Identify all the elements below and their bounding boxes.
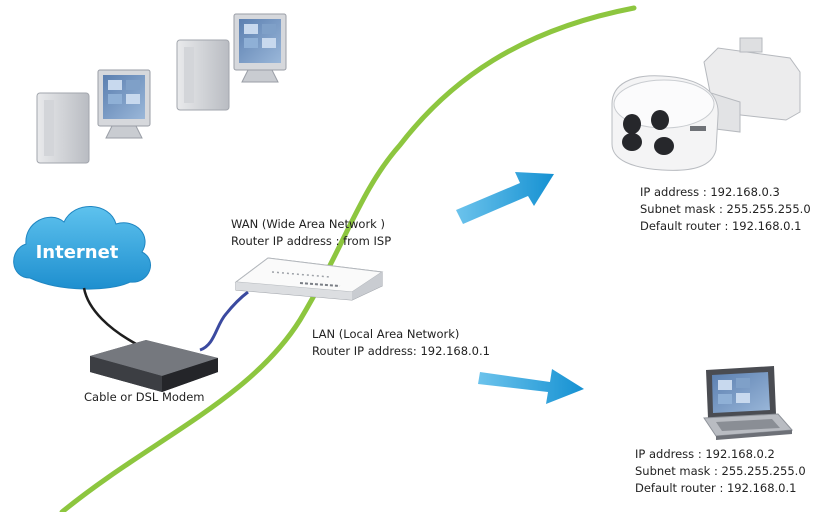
lan-label-block: LAN (Local Area Network) Router IP addre… [312, 326, 490, 360]
modem-label: Cable or DSL Modem [84, 390, 205, 404]
router-cable [199, 290, 249, 352]
camera-ip-address: IP address : 192.168.0.3 [640, 185, 780, 199]
internet-cable [82, 287, 139, 347]
wan-label-block: WAN (Wide Area Network ) Router IP addre… [231, 216, 391, 250]
arrow-to-laptop-icon [478, 369, 584, 404]
camera-subnet-mask: Subnet mask : 255.255.255.0 [640, 202, 811, 216]
internet-label: Internet [35, 242, 119, 263]
desktop-computer-icon [36, 69, 151, 164]
wan-router-ip: Router IP address : from ISP [231, 234, 392, 248]
laptop-default-router: Default router : 192.168.0.1 [635, 481, 797, 495]
router-icon [234, 257, 384, 301]
camera-default-router: Default router : 192.168.0.1 [640, 219, 802, 233]
laptop-info: IP address : 192.168.0.2 Subnet mask : 2… [635, 446, 806, 497]
laptop-icon [703, 366, 794, 440]
camera-icon [611, 37, 801, 171]
network-divider-curve [59, 5, 637, 512]
wan-title: WAN (Wide Area Network ) [231, 217, 385, 231]
lan-router-ip: Router IP address: 192.168.0.1 [312, 344, 490, 358]
laptop-subnet-mask: Subnet mask : 255.255.255.0 [635, 464, 806, 478]
laptop-ip-address: IP address : 192.168.0.2 [635, 447, 775, 461]
arrow-to-camera-icon [456, 172, 554, 224]
desktop-computer-icon [176, 13, 287, 111]
modem-icon [90, 340, 218, 392]
internet-cloud-icon [13, 206, 152, 290]
camera-info: IP address : 192.168.0.3 Subnet mask : 2… [640, 184, 811, 235]
lan-title: LAN (Local Area Network) [312, 327, 460, 341]
